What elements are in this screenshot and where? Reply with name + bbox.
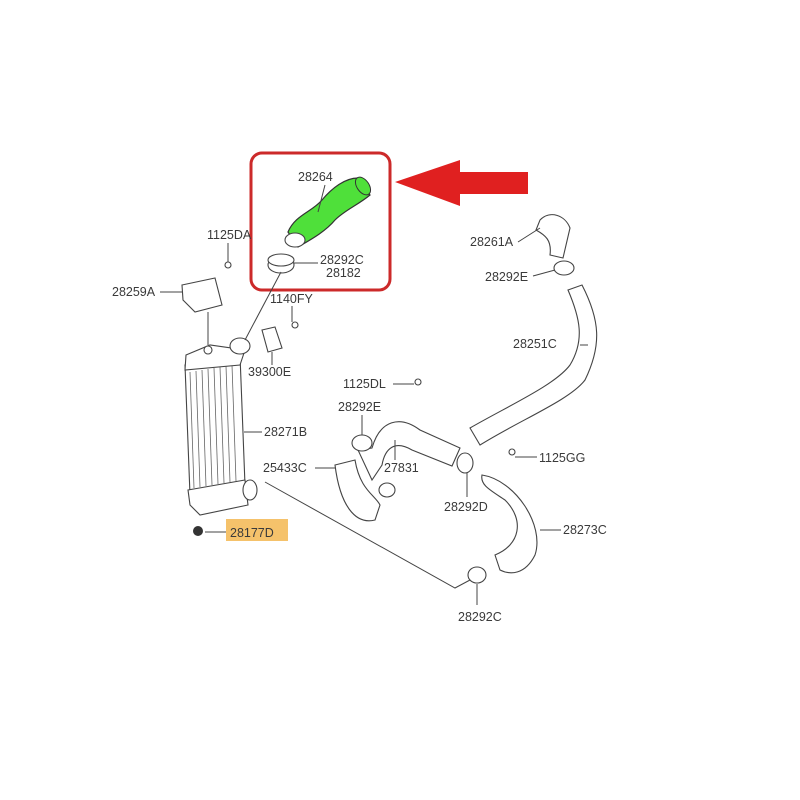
bolt-1140FY-part[interactable] xyxy=(291,321,299,329)
hose-28264-part[interactable] xyxy=(284,174,374,248)
hose-25433C-part[interactable] xyxy=(334,459,381,522)
intercooler-28271B-part[interactable] xyxy=(184,337,258,516)
label-28251C: 28251C xyxy=(513,337,557,351)
label-1125GG: 1125GG xyxy=(539,451,585,465)
label-28292E-mid: 28292E xyxy=(338,400,381,414)
label-28271B: 28271B xyxy=(264,425,307,439)
pipe-27831-part[interactable] xyxy=(357,421,461,482)
label-28292D: 28292D xyxy=(444,500,488,514)
label-27831: 27831 xyxy=(384,461,419,475)
label-25433C: 25433C xyxy=(263,461,307,475)
label-28292E-right: 28292E xyxy=(485,270,528,284)
label-28292C-top: 28292C xyxy=(320,253,364,267)
bracket-28259A-part[interactable] xyxy=(181,277,223,313)
label-28259A: 28259A xyxy=(112,285,156,299)
bolt-1125DL-part[interactable] xyxy=(414,378,422,386)
label-28273C: 28273C xyxy=(563,523,607,537)
plug-28177D-part[interactable] xyxy=(193,526,203,536)
label-28261A: 28261A xyxy=(470,235,514,249)
clamp-28292D-part[interactable] xyxy=(456,452,474,474)
bolt-1125GG-part[interactable] xyxy=(508,448,516,456)
label-highlight xyxy=(226,519,288,541)
highlight-box xyxy=(249,151,392,292)
sensor-39300E-part[interactable] xyxy=(261,326,283,353)
label-39300E: 39300E xyxy=(248,365,291,379)
clamp-28292E-right-part[interactable] xyxy=(553,260,575,276)
hose-28273C-part[interactable] xyxy=(481,474,538,574)
label-1140FY: 1140FY xyxy=(270,292,314,306)
label-1125DL: 1125DL xyxy=(343,377,386,391)
red-arrow-icon xyxy=(395,160,528,206)
label-28177D: 28177D xyxy=(230,526,274,540)
clamp-28292C-bottom-part[interactable] xyxy=(467,566,487,584)
label-28264: 28264 xyxy=(298,170,333,184)
bolt-1125DA-part[interactable] xyxy=(224,261,232,269)
label-28292C-bottom: 28292C xyxy=(458,610,502,624)
label-28182: 28182 xyxy=(326,266,361,280)
hose-28261A-part[interactable] xyxy=(535,214,571,259)
clamp-28292E-mid-part[interactable] xyxy=(351,434,373,452)
label-1125DA: 1125DA xyxy=(207,228,252,242)
pipe-28251C-part[interactable] xyxy=(469,284,598,446)
